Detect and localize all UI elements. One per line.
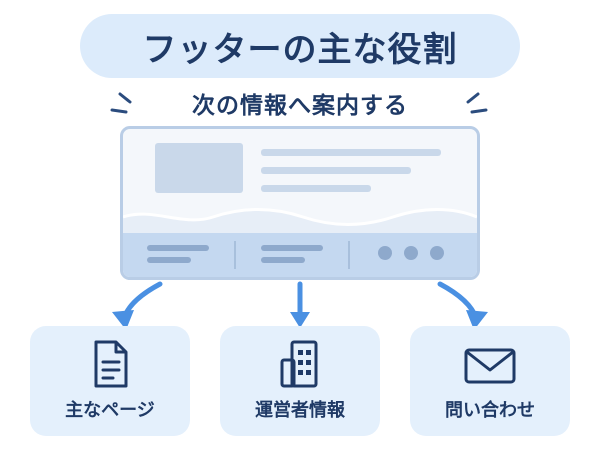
spark-right-icon [466,92,488,114]
footer-line [147,245,209,251]
footer-band [123,233,477,277]
subtitle: 次の情報へ案内する [192,93,408,119]
arrow-middle-head [290,312,310,328]
document-icon [94,340,128,388]
page-mockup-drawing [123,143,477,277]
card-label: 運営者情報 [255,400,345,421]
text-line [261,167,411,174]
footer-line [147,257,191,263]
text-line [261,185,371,192]
spark-left-icon [110,92,132,114]
card-operator-info: 運営者情報 [220,326,380,436]
card-label: 問い合わせ [445,400,535,421]
footer-dot [404,246,418,260]
text-line [261,149,441,156]
arrow-left-head [112,310,134,330]
footer-line [261,245,323,251]
card-contact: 問い合わせ [410,326,570,436]
page-title: フッターの主な役割 [142,29,458,70]
image-placeholder [155,143,243,193]
card-main-pages: 主なページ [30,326,190,436]
footer-dot [378,246,392,260]
arrow-right-head [466,310,488,330]
title-pill: フッターの主な役割 [80,14,520,78]
building-icon [280,340,318,388]
card-label: 主なページ [65,400,155,421]
page-mockup [120,126,480,280]
footer-line [261,257,305,263]
envelope-icon [464,348,516,384]
wave-line [123,208,477,226]
footer-dot [430,246,444,260]
